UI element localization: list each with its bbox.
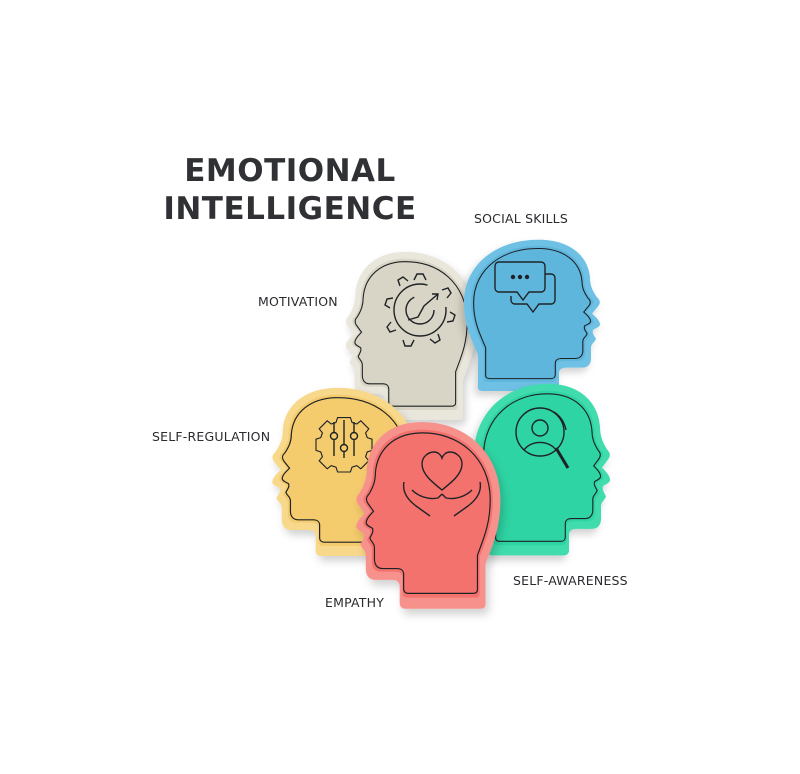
label-social-skills: SOCIAL SKILLS	[474, 211, 568, 226]
heart-hands-icon	[402, 451, 482, 517]
magnifier-person-icon	[515, 407, 570, 469]
diagram-title: EMOTIONAL INTELLIGENCE	[160, 152, 420, 228]
gear-arrow-icon	[384, 273, 456, 347]
label-self-awareness: SELF-AWARENESS	[513, 573, 628, 588]
label-empathy: EMPATHY	[325, 595, 385, 610]
gear-sliders-icon	[315, 417, 373, 473]
chat-bubbles-icon	[494, 261, 556, 314]
label-self-regulation: SELF-REGULATION	[152, 429, 271, 444]
title-line-2: INTELLIGENCE	[163, 191, 417, 227]
label-motivation: MOTIVATION	[258, 294, 338, 309]
title-line-1: EMOTIONAL	[184, 153, 396, 189]
